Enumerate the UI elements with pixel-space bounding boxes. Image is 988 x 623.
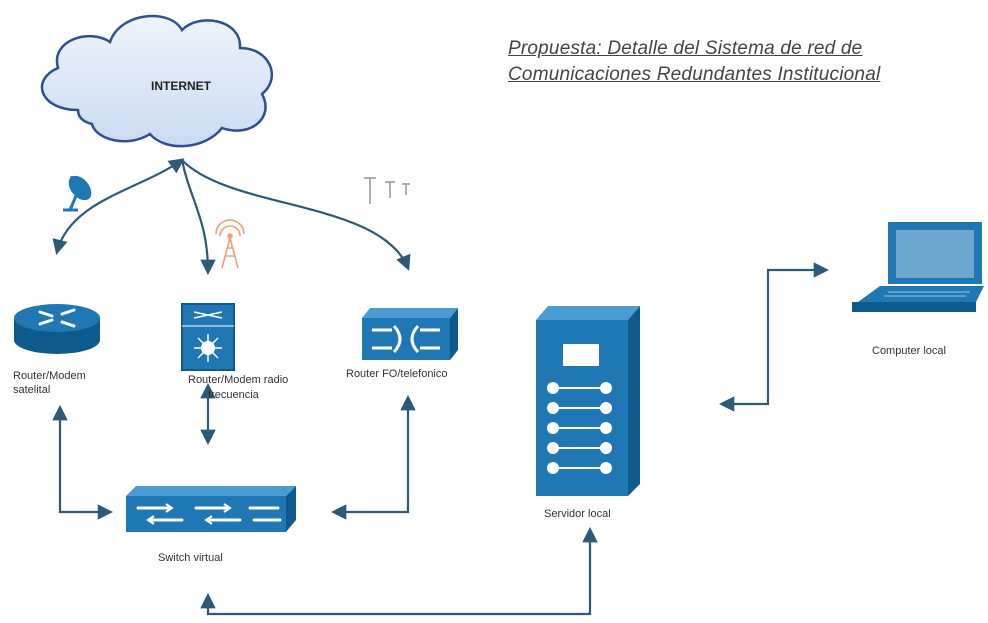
telephone-poles-icon [364,177,410,204]
local-connectors [52,262,830,616]
link-satellite-switch [52,404,114,520]
router-radio-label-1: Router/Modem radio [188,374,289,386]
link-internet-satellite [52,158,185,255]
internet-connectors [52,158,411,276]
link-server-computer [718,262,830,412]
router-satellite-label-1: Router/Modem [13,370,86,382]
multilayer-switch-icon [181,303,235,371]
link-switch-server [200,526,598,616]
radio-tower-icon [215,219,245,269]
computer-label: Computer local [872,345,946,357]
router-icon [14,304,100,354]
satellite-dish-icon [63,175,92,212]
title-line-2: Comunicaciones Redundantes Institucional [508,64,881,85]
fiber-router-icon [362,308,458,360]
router-radio-label-2: frecuencia [208,389,259,401]
server-icon [536,306,640,496]
internet-label: INTERNET [151,79,211,93]
router-satellite-label-2: satelital [13,384,51,396]
switch-icon [126,486,296,532]
title-line-1: Propuesta: Detalle del Sistema de red de [508,38,863,59]
server-label: Servidor local [544,508,611,520]
cloud-icon [40,14,273,148]
router-fo-label: Router FO/telefonico [346,368,448,380]
link-internet-fo [181,159,411,271]
switch-label: Switch virtual [158,552,223,564]
link-fo-switch [330,394,416,520]
link-internet-radio [180,159,216,276]
diagram-title: Propuesta: Detalle del Sistema de red de… [508,36,880,88]
laptop-icon [852,222,984,312]
